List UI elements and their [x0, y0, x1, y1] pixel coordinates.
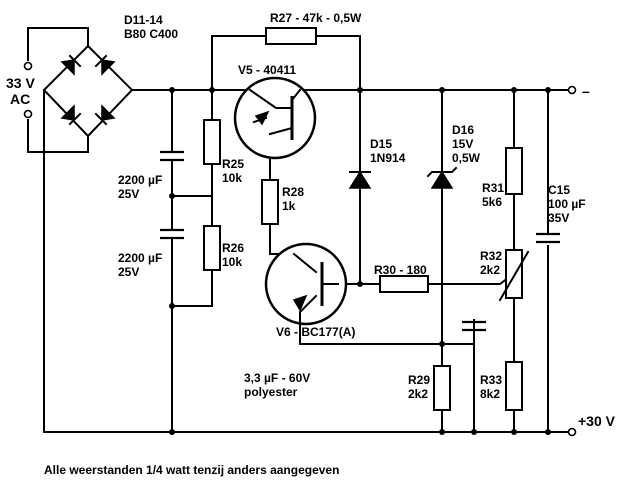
label-r25-name: R25	[222, 157, 244, 171]
label-d15-name: D15	[370, 137, 392, 151]
resistor-r29	[433, 365, 451, 411]
label-r28-name: R28	[282, 185, 304, 199]
bridge-rectifier	[42, 44, 134, 138]
label-c-top-value: 2200 µF	[118, 173, 162, 187]
resistor-r27	[265, 27, 317, 45]
label-r29-name: R29	[408, 373, 430, 387]
label-v5: V5 - 40411	[238, 63, 296, 77]
capacitor-c15	[536, 232, 560, 244]
resistor-r32	[505, 249, 523, 299]
label-r32-name: R32	[480, 249, 502, 263]
label-r25-value: 10k	[222, 171, 242, 185]
label-c-poly-type: polyester	[244, 385, 298, 399]
label-r31-value: 5k6	[482, 195, 502, 209]
resistor-r33	[505, 361, 523, 411]
label-r26-name: R26	[222, 241, 244, 255]
capacitor-polyester	[462, 320, 486, 332]
label-r30: R30 - 180	[374, 263, 427, 277]
label-c-poly-value: 3,3 µF - 60V	[244, 371, 310, 385]
resistor-r25	[203, 119, 221, 165]
label-r31-name: R31	[482, 181, 504, 195]
label-r28-value: 1k	[282, 199, 296, 213]
label-r33-value: 8k2	[480, 387, 500, 401]
label-d16-v: 15V	[452, 137, 473, 151]
label-d16-name: D16	[452, 123, 474, 137]
label-c15-name: C15	[548, 183, 570, 197]
label-d16-w: 0,5W	[452, 151, 481, 165]
capacitor-2200uf-bottom	[160, 228, 184, 240]
ac-terminal-top	[23, 61, 33, 71]
label-c-top-v: 25V	[118, 187, 139, 201]
ac-terminal-bottom	[23, 109, 33, 119]
label-output-positive: +30 V	[578, 413, 616, 429]
footnote: Alle weerstanden 1/4 watt tenzij anders …	[44, 463, 339, 477]
label-bridge-name: D11-14	[124, 13, 163, 27]
label-c15-value: 100 µF	[548, 197, 586, 211]
label-v6: V6 - BC177(A)	[276, 325, 355, 339]
resistor-r30	[379, 275, 429, 293]
potentiometer-r32-arrow	[498, 250, 530, 302]
label-ac-voltage: 33 V	[6, 75, 35, 91]
output-terminal-positive	[567, 427, 577, 437]
resistor-r31	[505, 147, 523, 195]
label-r27: R27 - 47k - 0,5W	[270, 11, 362, 25]
capacitor-2200uf-top	[160, 150, 184, 162]
diode-d15	[348, 170, 372, 189]
junction-dots	[169, 87, 551, 435]
transistor-v6	[264, 242, 348, 345]
label-c15-v: 35V	[548, 211, 569, 225]
transistor-v5	[233, 76, 317, 160]
label-d15-type: 1N914	[370, 151, 406, 165]
label-r33-name: R33	[480, 373, 502, 387]
output-terminal-negative	[567, 85, 577, 95]
label-r29-value: 2k2	[408, 387, 428, 401]
component-labels: D11-14 B80 C400 33 V AC R27 - 47k - 0,5W…	[6, 11, 616, 477]
label-c-bot-v: 25V	[118, 265, 139, 279]
resistor-r26	[203, 225, 221, 271]
label-ac: AC	[10, 91, 30, 107]
zener-d16	[426, 166, 458, 189]
label-c-bot-value: 2200 µF	[118, 251, 162, 265]
label-bridge-type: B80 C400	[124, 27, 178, 41]
label-r32-value: 2k2	[480, 263, 500, 277]
resistor-r28	[261, 179, 279, 225]
label-r26-value: 10k	[222, 255, 242, 269]
label-output-negative: –	[582, 83, 590, 99]
